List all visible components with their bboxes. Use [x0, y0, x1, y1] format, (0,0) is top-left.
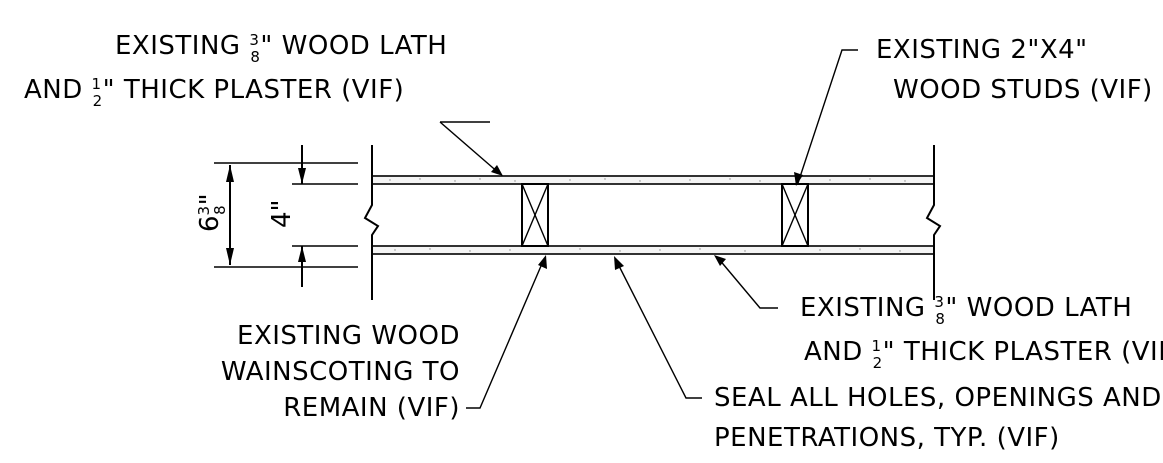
- overall-dimension-label: 638": [195, 193, 229, 232]
- right-break-line: [925, 145, 942, 300]
- dimension-lines: [214, 145, 358, 287]
- left-break-line: [363, 145, 380, 300]
- note-seal-line1: SEAL ALL HOLES, OPENINGS AND: [714, 383, 1162, 413]
- note-wainscot: EXISTING WOOD WAINSCOTING TO REMAIN (VIF…: [221, 321, 460, 423]
- note-wainscot-line1: EXISTING WOOD: [237, 321, 460, 351]
- note-studs: EXISTING 2"X4" WOOD STUDS (VIF): [876, 35, 1153, 105]
- stud-right: [781, 183, 809, 247]
- note-seal: SEAL ALL HOLES, OPENINGS AND PENETRATION…: [714, 383, 1162, 453]
- stud-dimension-label: 4": [267, 199, 297, 228]
- note-wainscot-line3: REMAIN (VIF): [283, 393, 460, 423]
- bottom-plaster-layer: [371, 245, 935, 255]
- plaster-texture: [389, 178, 906, 252]
- stud-left: [521, 183, 549, 247]
- top-plaster-layer: [371, 175, 935, 185]
- leader-lines: [439, 49, 858, 409]
- note-studs-line1: EXISTING 2"X4": [876, 35, 1088, 65]
- note-studs-line2: WOOD STUDS (VIF): [893, 75, 1153, 105]
- note-seal-line2: PENETRATIONS, TYP. (VIF): [714, 423, 1060, 453]
- wall-section: [363, 145, 942, 300]
- note-wainscot-line2: WAINSCOTING TO: [221, 357, 460, 387]
